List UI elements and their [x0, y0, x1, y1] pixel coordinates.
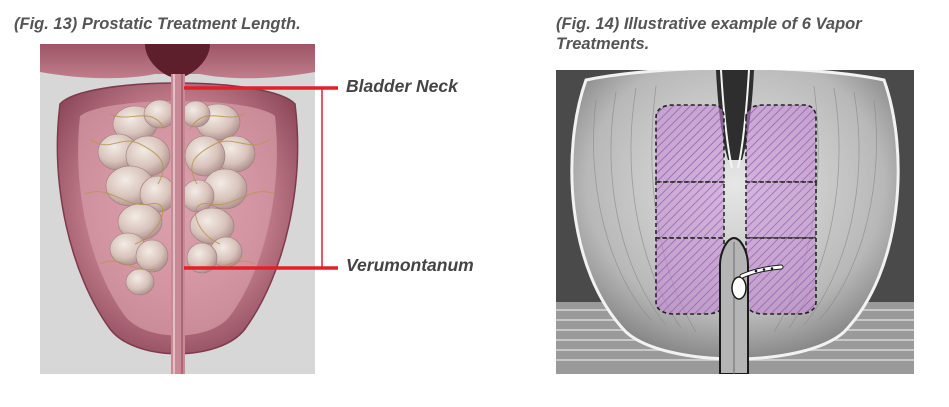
prostate-anatomy-illustration: [40, 44, 315, 374]
verumontanum-label: Verumontanum: [346, 255, 474, 275]
vapor-treatment-illustration: [556, 70, 914, 374]
figure-14-caption: (Fig. 14) Illustrative example of 6 Vapo…: [556, 15, 862, 53]
vapor-treatment-zones: [655, 104, 817, 315]
figure-13-caption: (Fig. 13) Prostatic Treatment Length.: [14, 15, 301, 33]
bladder-neck-label: Bladder Neck: [346, 76, 458, 96]
